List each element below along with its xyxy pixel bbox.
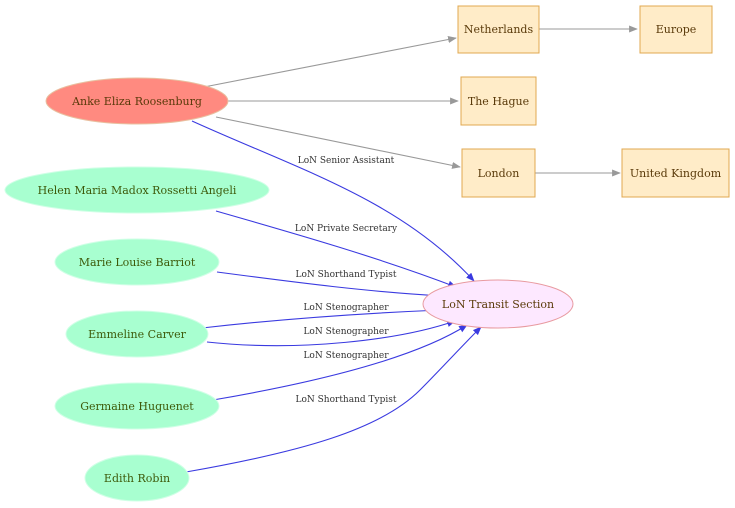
edge-marie-transit	[216, 271, 444, 300]
node-hague[interactable]: The Hague	[460, 76, 537, 126]
node-netherlands-label: Netherlands	[464, 23, 534, 36]
edge-anke-netherlands	[203, 36, 457, 88]
node-edith-label: Edith Robin	[104, 472, 170, 485]
edge-helen-transit	[215, 210, 457, 288]
node-europe[interactable]: Europe	[639, 5, 713, 54]
label-anke-transit: LoN Senior Assistant	[298, 156, 395, 166]
node-anke[interactable]: Anke Eliza Roosenburg	[45, 77, 229, 125]
edge-labels: LoN Senior Assistant LoN Private Secreta…	[295, 156, 398, 405]
label-marie-transit: LoN Shorthand Typist	[296, 270, 397, 280]
node-germaine-label: Germaine Huguenet	[80, 400, 194, 413]
label-emmeline-transit-1: LoN Stenographer	[303, 303, 389, 313]
edge-emmeline-transit-2	[206, 320, 456, 347]
node-edith[interactable]: Edith Robin	[84, 454, 190, 502]
node-london-label: London	[478, 167, 520, 180]
node-hague-label: The Hague	[468, 95, 529, 108]
role-edges	[185, 120, 482, 473]
node-emmeline-label: Emmeline Carver	[88, 328, 186, 341]
node-anke-label: Anke Eliza Roosenburg	[71, 95, 202, 108]
node-marie[interactable]: Marie Louise Barriot	[54, 238, 220, 286]
node-helen-label: Helen Maria Madox Rossetti Angeli	[38, 184, 237, 197]
node-emmeline[interactable]: Emmeline Carver	[65, 310, 209, 358]
node-germaine[interactable]: Germaine Huguenet	[54, 382, 220, 430]
node-uk[interactable]: United Kingdom	[621, 148, 730, 198]
edge-emmeline-transit-1	[201, 306, 442, 329]
node-marie-label: Marie Louise Barriot	[79, 256, 196, 269]
node-europe-label: Europe	[656, 23, 697, 36]
edge-edith-transit	[185, 326, 482, 473]
label-edith-transit: LoN Shorthand Typist	[296, 395, 397, 405]
label-emmeline-transit-2: LoN Stenographer	[303, 327, 389, 337]
edge-anke-london	[215, 116, 461, 169]
label-helen-transit: LoN Private Secretary	[295, 224, 398, 234]
node-uk-label: United Kingdom	[630, 167, 722, 180]
node-transit-label: LoN Transit Section	[442, 298, 554, 311]
node-netherlands[interactable]: Netherlands	[457, 5, 540, 54]
node-helen[interactable]: Helen Maria Madox Rossetti Angeli	[4, 166, 270, 214]
node-transit[interactable]: LoN Transit Section	[422, 279, 574, 329]
place-edges	[203, 25, 638, 177]
edge-anke-transit	[191, 120, 475, 282]
label-germaine-transit: LoN Stenographer	[303, 351, 389, 361]
node-london[interactable]: London	[461, 148, 536, 198]
edge-germaine-transit	[212, 324, 468, 401]
